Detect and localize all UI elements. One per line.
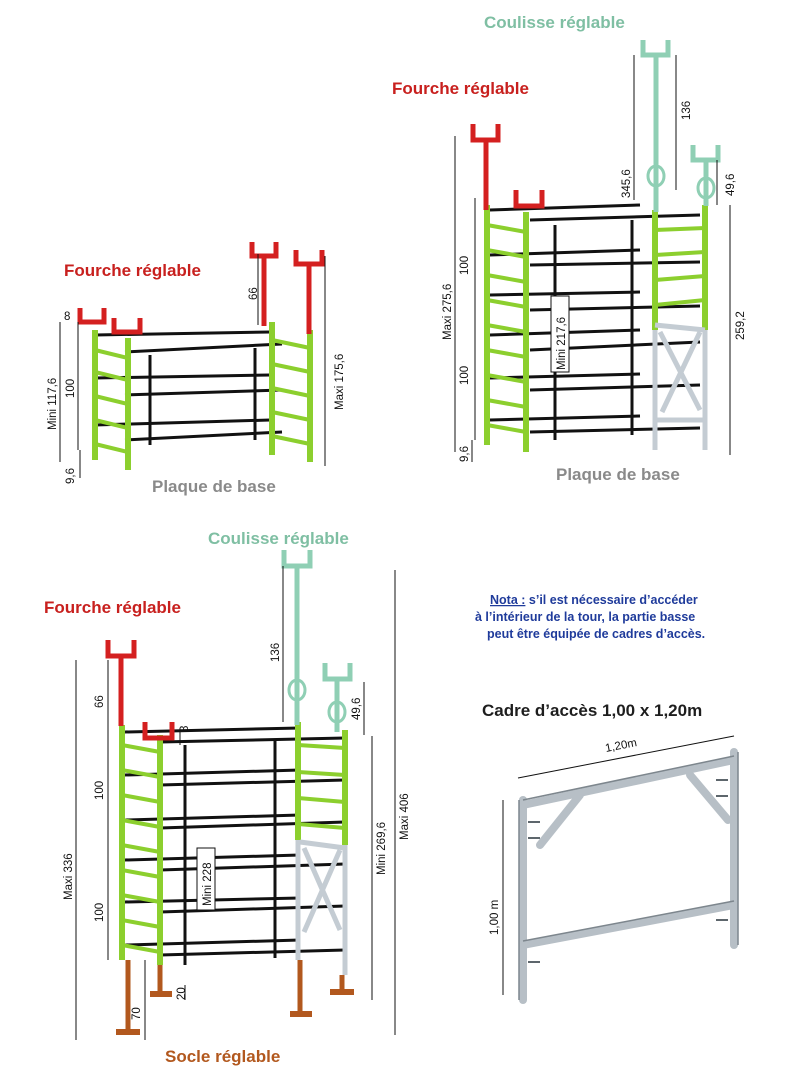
diagram-large-tower: Coulisse réglable Fourche réglable Maxi … [44, 529, 411, 1066]
dim-20: 20 [176, 987, 188, 1000]
dim-136: 136 [270, 643, 282, 662]
sliding-heads [640, 40, 721, 212]
dim-8: 8 [179, 726, 191, 732]
note-text-1: s’il est nécessaire d’accéder [525, 593, 697, 607]
dim-66: 66 [248, 287, 260, 300]
dim-mini: Mini 217,6 [556, 317, 568, 370]
base-plate-label: Plaque de base [152, 477, 276, 496]
adjustable-base-label: Socle réglable [165, 1047, 280, 1066]
silver-access-frame [295, 839, 348, 975]
access-note: Nota : s’il est nécessaire d’accéder à l… [475, 593, 705, 641]
fork-heads [77, 242, 325, 335]
base-plate-label: Plaque de base [556, 465, 680, 484]
dim-66: 66 [94, 695, 106, 708]
green-ladders [92, 322, 313, 470]
access-frame-tubes [519, 748, 738, 1004]
diagram-small-tower: Fourche réglable 8 66 Mini 117,6 100 9,6… [47, 242, 346, 496]
dim-mini: Mini 117,6 [47, 378, 59, 430]
mini-box [550, 295, 570, 373]
dim-100-lower: 100 [459, 366, 471, 385]
dim-maxi-336: Maxi 336 [63, 853, 75, 900]
dim-136: 136 [681, 101, 693, 120]
silver-access-frame [652, 322, 708, 450]
dim-100-upper: 100 [94, 781, 106, 800]
dim-100-upper: 100 [459, 256, 471, 275]
sliding-label: Coulisse réglable [208, 529, 349, 548]
access-frame-diagram: Cadre d’accès 1,00 x 1,20m 1,20m 1,00 m [482, 701, 739, 1004]
adjustable-bases [116, 960, 354, 1035]
dim-100: 100 [65, 379, 77, 398]
dimension-lines [59, 254, 326, 478]
mini-box [196, 847, 216, 911]
fork-heads [470, 124, 545, 210]
dim-width: 1,20m [604, 737, 638, 755]
dim-mini-269-6: Mini 269,6 [376, 822, 388, 875]
frame-outline [518, 752, 739, 1000]
dim-9-6: 9,6 [65, 468, 77, 484]
sliding-heads [281, 550, 353, 732]
fork-label: Fourche réglable [64, 261, 201, 280]
dim-49-6: 49,6 [725, 174, 737, 196]
diagram-medium-tower: Coulisse réglable Fourche réglable Maxi … [392, 13, 747, 484]
note-line-3: peut être équipée de cadres d’accès. [487, 627, 705, 641]
dim-mini-228: Mini 228 [202, 863, 214, 906]
dimension-lines [502, 735, 735, 995]
note-line-2: à l’intérieur de la tour, la partie bass… [475, 610, 695, 624]
dim-100-lower: 100 [94, 903, 106, 922]
dim-maxi-406: Maxi 406 [399, 793, 411, 840]
access-frame-title: Cadre d’accès 1,00 x 1,20m [482, 701, 702, 720]
dim-maxi: Maxi 275,6 [442, 284, 454, 340]
fork-label: Fourche réglable [392, 79, 529, 98]
dim-9-6: 9,6 [459, 446, 471, 462]
dim-49-6: 49,6 [351, 698, 363, 720]
green-ladders [484, 205, 708, 452]
dim-70: 70 [131, 1007, 143, 1020]
fork-label: Fourche réglable [44, 598, 181, 617]
sliding-label: Coulisse réglable [484, 13, 625, 32]
green-ladders [119, 722, 348, 965]
frame-couplers [528, 779, 728, 963]
dimension-lines [75, 566, 396, 1040]
note-line-1: Nota : s’il est nécessaire d’accéder [490, 593, 698, 607]
dim-8: 8 [64, 311, 70, 323]
fork-heads [105, 640, 175, 741]
note-title: Nota : [490, 593, 525, 607]
dim-height: 1,00 m [489, 900, 501, 935]
dim-259-2: 259,2 [735, 311, 747, 340]
dimension-lines [454, 55, 731, 462]
tower-frame [489, 203, 701, 440]
dim-345-6: 345,6 [621, 169, 633, 198]
dim-maxi: Maxi 175,6 [334, 354, 346, 410]
